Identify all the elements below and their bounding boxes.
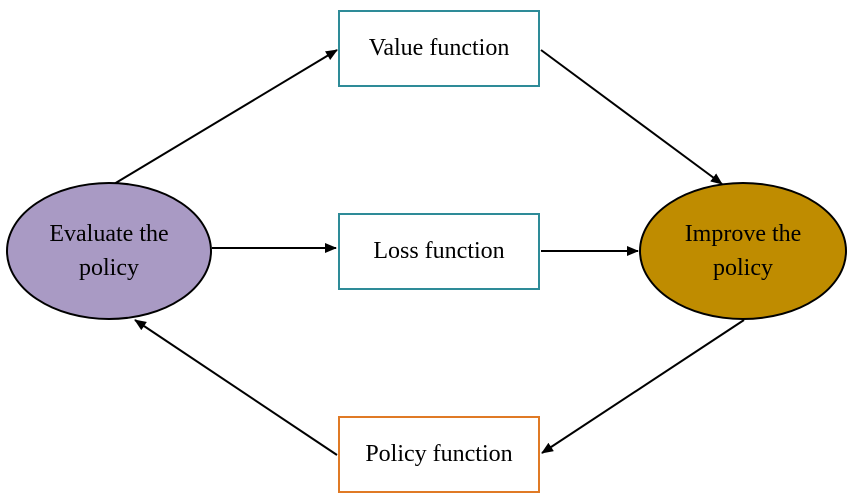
improve-policy-node: Improve the policy	[639, 182, 847, 320]
evaluate-policy-node: Evaluate the policy	[6, 182, 212, 320]
loss-function-label: Loss function	[373, 238, 505, 264]
evaluate-policy-label-line2: policy	[79, 255, 139, 281]
policy-function-box: Policy function	[338, 416, 540, 493]
loss-function-box: Loss function	[338, 213, 540, 290]
evaluate-policy-label-line1: Evaluate the	[49, 221, 169, 247]
arrow-improve-to-policy	[541, 319, 745, 454]
arrow-value-to-improve	[540, 49, 723, 185]
improve-policy-label-line2: policy	[713, 255, 773, 281]
policy-function-label: Policy function	[365, 441, 513, 467]
arrow-policy-to-evaluate	[134, 319, 338, 456]
arrow-evaluate-to-value	[113, 49, 338, 185]
value-function-label: Value function	[368, 35, 510, 61]
improve-policy-label-line1: Improve the	[684, 221, 802, 247]
value-function-box: Value function	[338, 10, 540, 87]
